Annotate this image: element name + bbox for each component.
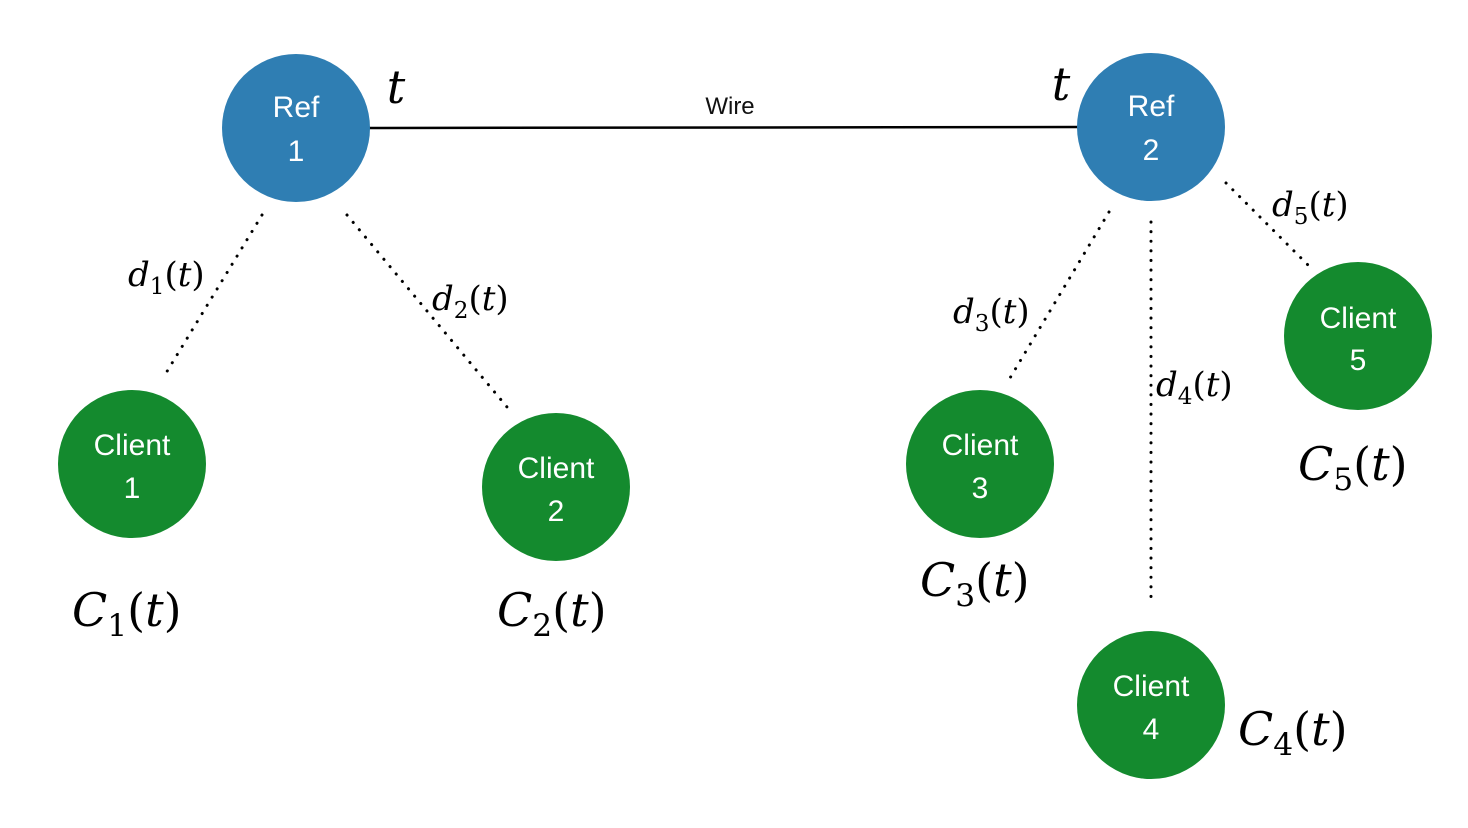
ref-node-1-label-top: Ref bbox=[273, 91, 320, 124]
ref-1-time-label: t bbox=[387, 60, 406, 114]
client-node-5-circle bbox=[1284, 262, 1432, 410]
client-node-1-label-top: Client bbox=[94, 429, 171, 462]
client-node-2-circle bbox=[482, 413, 630, 561]
client-node-4-label-top: Client bbox=[1113, 670, 1190, 703]
ref-node-2-label-top: Ref bbox=[1128, 90, 1175, 123]
ref-node-2-label-bottom: 2 bbox=[1143, 134, 1160, 167]
client-node-1: Client 1 bbox=[58, 390, 206, 538]
link-label-d4: d4(t) bbox=[1156, 365, 1233, 410]
clock-label-c3: C3(t) bbox=[920, 553, 1030, 614]
ref-node-1: Ref 1 bbox=[222, 54, 370, 202]
ref-node-2: Ref 2 bbox=[1077, 53, 1225, 201]
ref-node-1-circle bbox=[222, 54, 370, 202]
client-node-3-label-top: Client bbox=[942, 429, 1019, 462]
clock-label-c1: C1(t) bbox=[72, 583, 182, 644]
client-node-3-label-bottom: 3 bbox=[972, 472, 989, 505]
link-line-client5 bbox=[1224, 181, 1310, 267]
client-node-2-label-bottom: 2 bbox=[548, 495, 565, 528]
link-line-client3 bbox=[1008, 210, 1111, 380]
client-node-5-label-top: Client bbox=[1320, 302, 1397, 335]
client-node-5-label-bottom: 5 bbox=[1350, 344, 1367, 377]
link-label-d3: d3(t) bbox=[953, 292, 1030, 337]
wire-line bbox=[367, 125, 1083, 130]
link-label-d2: d2(t) bbox=[432, 279, 509, 324]
link-line-client1 bbox=[161, 213, 264, 380]
ref-node-1-label-bottom: 1 bbox=[288, 135, 305, 168]
clock-label-c4: C4(t) bbox=[1238, 702, 1348, 763]
wire-label: Wire bbox=[705, 93, 754, 120]
clock-label-c5: C5(t) bbox=[1298, 437, 1408, 498]
client-node-3-circle bbox=[906, 390, 1054, 538]
client-node-4: Client 4 bbox=[1077, 631, 1225, 779]
client-node-4-label-bottom: 4 bbox=[1143, 713, 1160, 746]
ref-2-time-label: t bbox=[1052, 57, 1071, 111]
client-node-1-circle bbox=[58, 390, 206, 538]
client-node-1-label-bottom: 1 bbox=[124, 472, 141, 505]
client-node-2-label-top: Client bbox=[518, 452, 595, 485]
client-node-2: Client 2 bbox=[482, 413, 630, 561]
client-node-4-circle bbox=[1077, 631, 1225, 779]
client-node-5: Client 5 bbox=[1284, 262, 1432, 410]
link-label-d5: d5(t) bbox=[1272, 185, 1349, 230]
link-label-d1: d1(t) bbox=[128, 255, 205, 300]
ref-node-2-circle bbox=[1077, 53, 1225, 201]
client-node-3: Client 3 bbox=[906, 390, 1054, 538]
clock-label-c2: C2(t) bbox=[497, 583, 607, 644]
